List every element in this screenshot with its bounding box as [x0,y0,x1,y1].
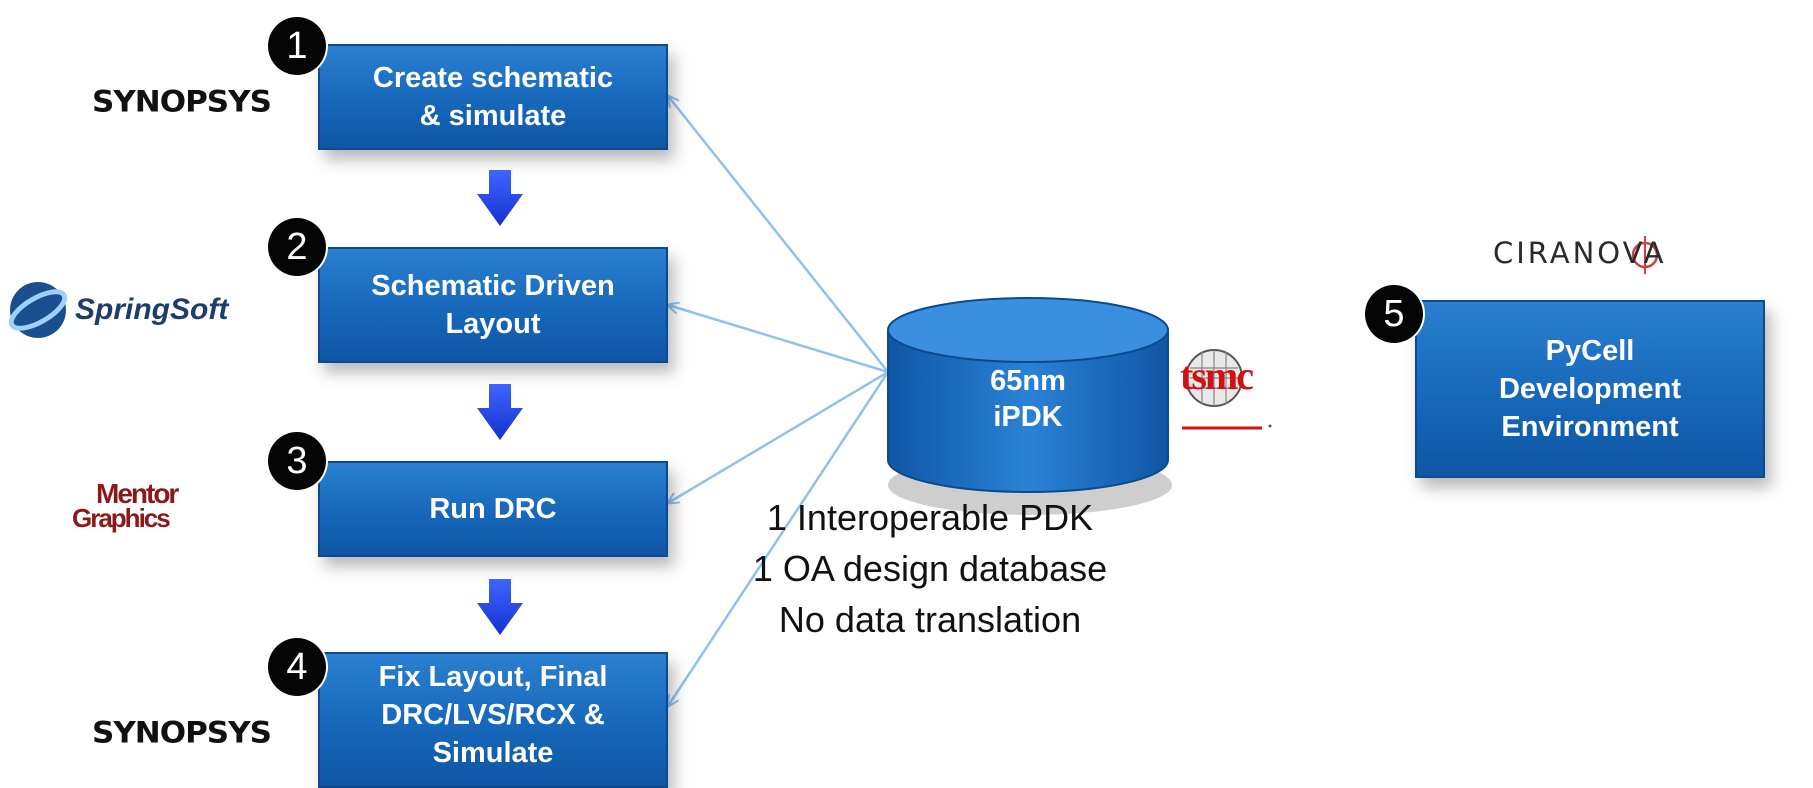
database-line-2: iPDK [993,401,1063,433]
step-5-line-2: Development [1498,373,1682,405]
caption-line-3: No data translation [778,599,1082,640]
step-1-line-1: Create schematic [372,62,614,94]
ciranova-symbol-icon [1631,236,1659,274]
mentor-line-2: Graphics [72,503,171,533]
link-arrow-2 [668,305,889,374]
caption-line-2: 1 OA design database [752,548,1108,589]
flow-down-arrow-icon [477,384,523,440]
link-arrow-3 [668,370,889,503]
flow-down-arrow-icon [477,579,523,635]
step-2-box[interactable]: Schematic Driven Layout [318,247,668,363]
mentor-graphics-logo: Mentor Graphics [72,478,179,533]
mentor-line-1: Mentor [96,478,179,509]
database-line-1: 65nm [990,365,1066,397]
step-3-line-1: Run DRC [429,493,557,525]
synopsys-logo-1: SYNOPSYS [92,84,272,120]
synopsys-logo-2: SYNOPSYS [92,715,272,751]
step-1-box[interactable]: Create schematic & simulate [318,44,668,150]
database-cylinder-icon [887,297,1172,515]
step-2-badge: 2 [268,218,326,276]
step-3-box[interactable]: Run DRC [318,461,668,557]
tsmc-logo: tsmc [1180,353,1254,398]
tsmc-wafer-icon [1182,349,1272,430]
step-1-line-2: & simulate [419,100,567,132]
step-5-line-3: Environment [1501,411,1679,443]
caption-line-1: 1 Interoperable PDK [766,497,1094,538]
step-5-line-1: PyCell [1545,335,1635,367]
link-arrow-1 [668,96,889,373]
step-4-line-2: DRC/LVS/RCX & [381,699,605,731]
step-4-line-1: Fix Layout, Final [378,661,608,693]
link-arrow-4 [668,371,890,706]
caption: 1 Interoperable PDK 1 OA design database… [700,492,1160,645]
step-2-line-2: Layout [445,308,541,340]
springsoft-logo: SpringSoft [75,293,229,326]
step-1-badge: 1 [268,17,326,75]
springsoft-globe-icon [8,282,68,338]
step-4-line-3: Simulate [432,737,554,769]
flow-down-arrow-icon [477,170,523,226]
ciranova-logo: CIRANOVA [1493,236,1667,270]
step-5-badge: 5 [1365,285,1423,343]
step-4-badge: 4 [268,638,326,696]
step-4-box[interactable]: Fix Layout, Final DRC/LVS/RCX & Simulate [318,652,668,788]
step-5-box[interactable]: PyCell Development Environment [1415,300,1765,478]
step-3-badge: 3 [268,432,326,490]
step-2-line-1: Schematic Driven [371,270,615,302]
database-label: 65nm iPDK [928,363,1128,435]
